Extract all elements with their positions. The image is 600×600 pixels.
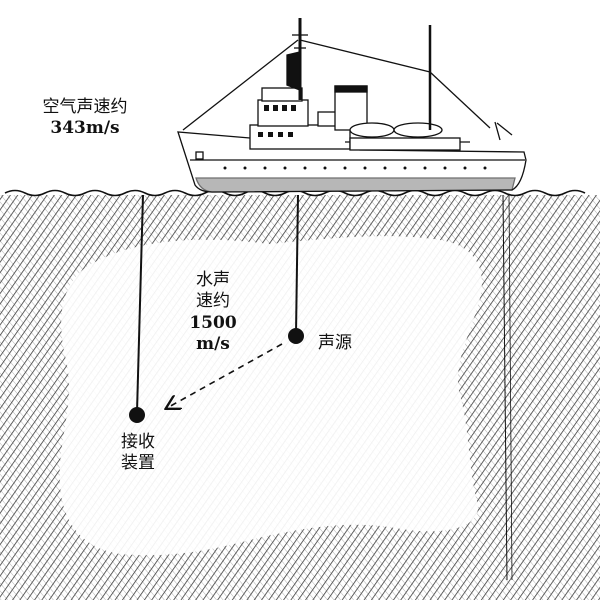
receiver-dot	[129, 407, 145, 423]
air-speed-title: 空气声速约	[42, 97, 128, 117]
sound-source-dot	[288, 328, 304, 344]
water-speed-unit: m/s	[196, 333, 230, 354]
sound-source-label: 声源	[318, 333, 378, 354]
air-speed-label: 空气声速约 343m/s	[30, 97, 140, 140]
ship-illustration	[177, 18, 527, 193]
water-body	[0, 195, 600, 600]
source-cable	[295, 194, 299, 335]
water-speed-label: 水声 速约 1500 m/s	[183, 270, 243, 355]
right-cable	[502, 194, 508, 581]
receiver-line1: 接收	[121, 432, 155, 452]
right-cable-inner	[508, 194, 513, 581]
water-speed-line1: 水声	[196, 270, 230, 290]
receiver-label: 接收 装置	[108, 432, 168, 475]
receiver-cable	[136, 194, 144, 413]
water-speed-line2: 速约	[196, 291, 230, 312]
receiver-line2: 装置	[121, 453, 155, 474]
air-speed-value: 343m/s	[50, 118, 120, 139]
water-speed-value: 1500	[189, 312, 237, 333]
sound-source-text: 声源	[318, 333, 352, 353]
